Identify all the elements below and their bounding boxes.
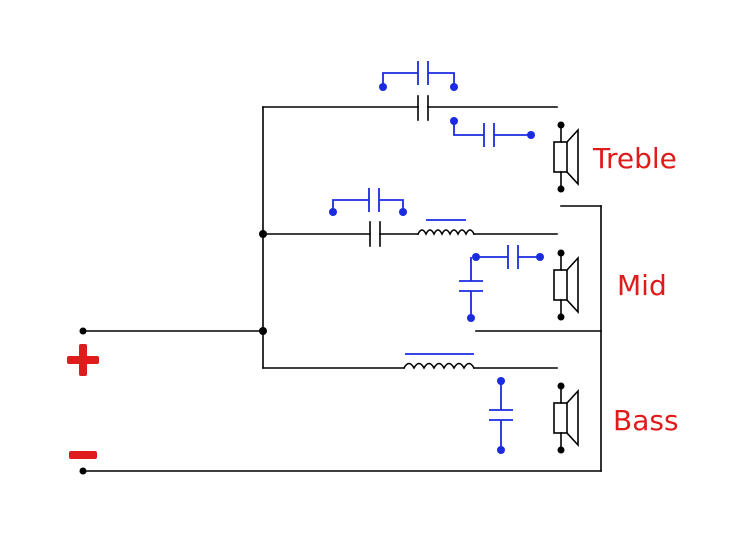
mid-inductor-coil xyxy=(416,229,476,236)
minus-sign xyxy=(69,451,97,459)
bass-label: Bass xyxy=(613,404,679,437)
bass-speaker-icon xyxy=(553,382,579,454)
junction-dot xyxy=(259,327,267,335)
treble-label: Treble xyxy=(592,142,677,175)
blue-components xyxy=(329,61,544,454)
mid-shunt-capacitor xyxy=(459,257,483,322)
mid-speaker-icon xyxy=(553,249,579,321)
treble-series-capacitor xyxy=(450,117,535,147)
bass-inductor-coil xyxy=(402,362,476,370)
mid-label: Mid xyxy=(617,269,667,302)
mid-series-capacitor xyxy=(472,245,544,269)
treble-parallel-capacitor xyxy=(379,61,458,91)
negative-terminal-dot xyxy=(79,467,87,475)
bass-shunt-capacitor xyxy=(489,377,513,454)
main-wiring xyxy=(79,95,602,475)
plus-sign xyxy=(67,344,99,376)
positive-terminal-dot xyxy=(79,327,87,335)
mid-parallel-capacitor xyxy=(329,188,407,216)
treble-speaker-icon xyxy=(553,121,579,193)
junction-dot xyxy=(259,230,267,238)
